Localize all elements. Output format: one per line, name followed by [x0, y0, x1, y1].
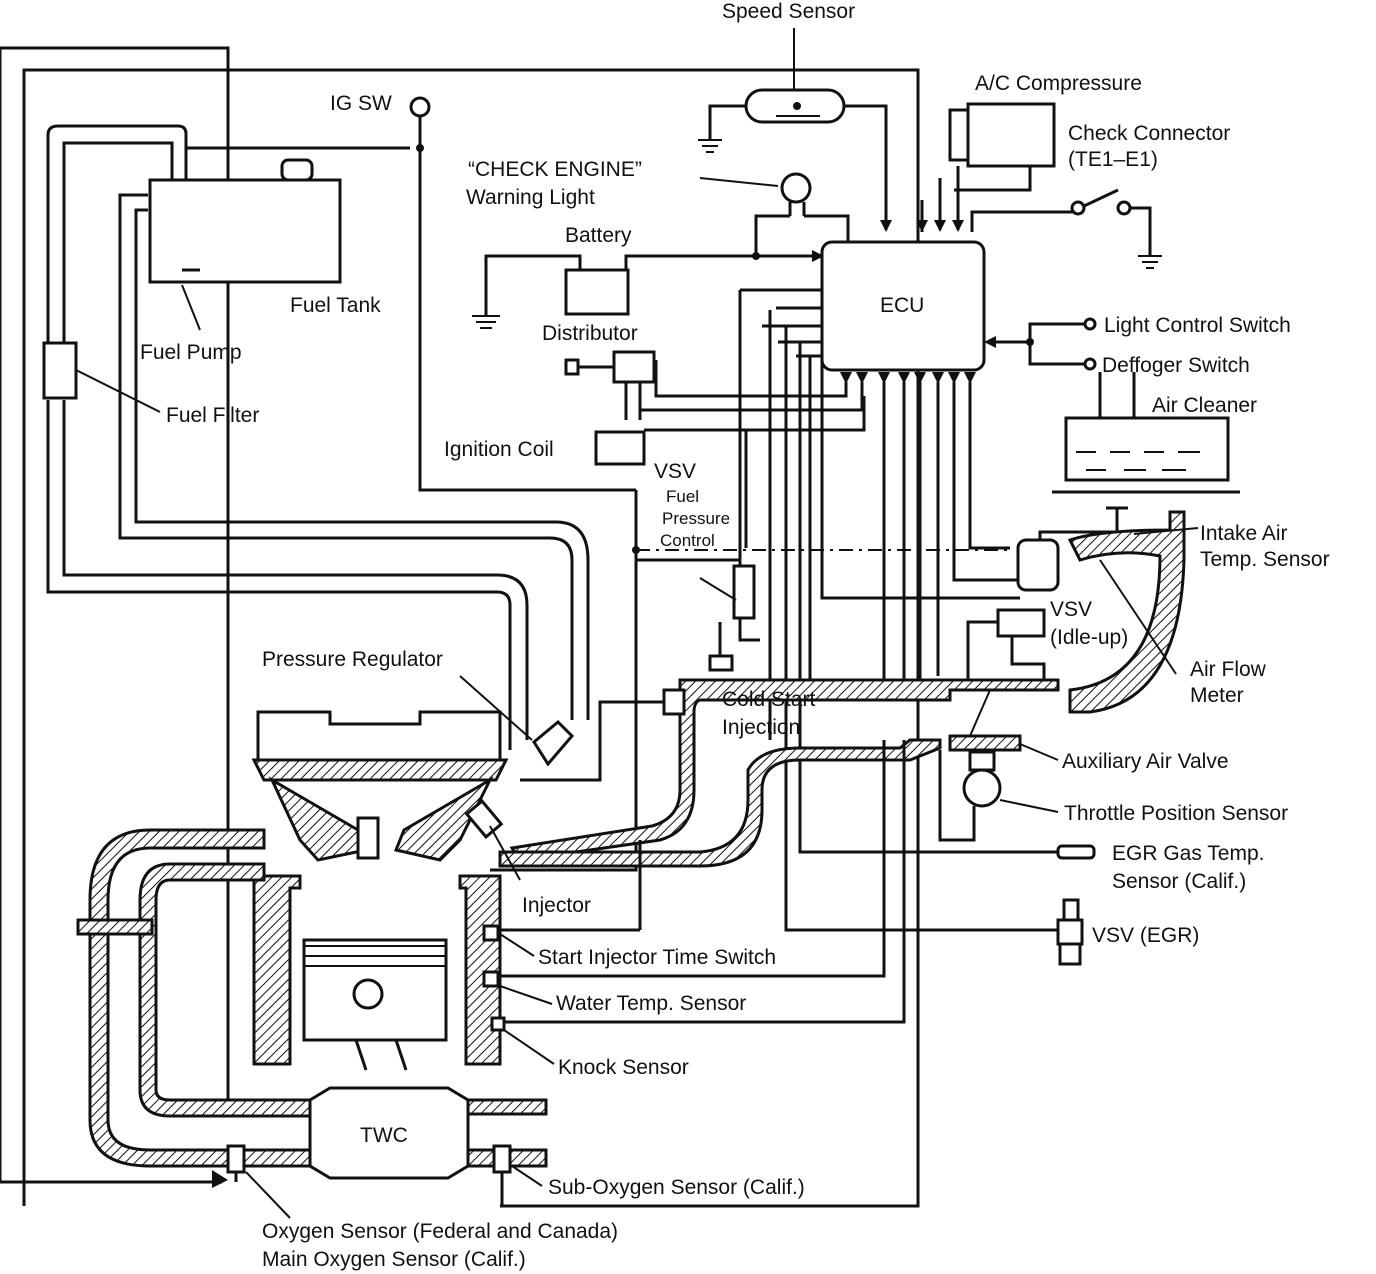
check-engine-label: “CHECK ENGINE”	[468, 158, 642, 181]
vsv-egr-label: VSV (EGR)	[1092, 924, 1199, 947]
check-engine-sub-label: Warning Light	[466, 186, 595, 209]
start-injector-time-switch-label: Start Injector Time Switch	[538, 946, 776, 969]
start-injector-time-switch	[482, 924, 600, 957]
fuel-filter	[42, 341, 161, 413]
egr-gas-temp-sensor	[1056, 844, 1096, 860]
throttle-position-sensor-label: Throttle Position Sensor	[1064, 802, 1288, 825]
ig-sw	[409, 96, 636, 492]
light-defogger-switches	[984, 317, 1097, 371]
auxiliary-air-valve	[969, 689, 1059, 761]
vsv-fuel-pressure-label: VSV	[654, 460, 696, 483]
distributor	[564, 350, 656, 420]
intake-manifold	[498, 678, 1060, 868]
sub-oxygen-sensor-label: Sub-Oxygen Sensor (Calif.)	[548, 1176, 805, 1199]
vsv-fuel-pressure-label-3: Pressure	[662, 509, 730, 528]
egr-gas-temp-label: EGR Gas Temp.	[1112, 842, 1265, 865]
speed-sensor	[698, 28, 892, 232]
ig-sw-label: IG SW	[330, 92, 392, 115]
vsv-fuel-pressure-label-4: Control	[660, 531, 715, 550]
pressure-regulator-label: Pressure Regulator	[262, 648, 443, 671]
ignition-coil-label: Ignition Coil	[444, 438, 554, 461]
air-flow-meter-label: Air Flow	[1190, 658, 1267, 681]
outer-harness	[0, 46, 920, 1208]
check-connector-label: Check Connector	[1068, 122, 1230, 145]
cold-start-injection-label: Cold Start	[722, 688, 816, 711]
vsv-egr	[1056, 898, 1084, 966]
fuel-tank	[148, 146, 410, 284]
throttle-position-sensor	[938, 750, 1059, 842]
intake-air-temp-label-2: Temp. Sensor	[1200, 548, 1330, 571]
ignition-coil	[594, 396, 866, 466]
air-cleaner-label: Air Cleaner	[1152, 394, 1257, 417]
intake-air-temp-label: Intake Air	[1200, 522, 1288, 545]
air-flow-meter	[1016, 506, 1199, 714]
oxygen-leader	[245, 1171, 291, 1219]
exhaust	[76, 828, 548, 1206]
main-oxygen-sensor-label: Main Oxygen Sensor (Calif.)	[262, 1248, 526, 1271]
check-connector	[970, 188, 1162, 269]
vsv-fuel-pressure-control	[490, 430, 1012, 872]
sub-oxygen-leader	[511, 1165, 543, 1187]
ecu-label: ECU	[880, 294, 924, 317]
ecu-signal-lines	[640, 200, 1058, 932]
water-temp-sensor-label: Water Temp. Sensor	[556, 992, 746, 1015]
knock-sensor-label: Knock Sensor	[558, 1056, 689, 1079]
fuel-pump-label: Fuel Pump	[140, 341, 242, 364]
distributor-label: Distributor	[542, 322, 638, 345]
ecu-box	[820, 240, 986, 372]
vsv-idle-up-label-2: (Idle-up)	[1050, 626, 1128, 649]
speed-sensor-label: Speed Sensor	[722, 0, 855, 23]
light-control-switch-label: Light Control Switch	[1104, 314, 1291, 337]
oxygen-sensor-label: Oxygen Sensor (Federal and Canada)	[262, 1220, 618, 1243]
vsv-fuel-pressure-label-2: Fuel	[666, 487, 699, 506]
egr-gas-temp-label-2: Sensor (Calif.)	[1112, 870, 1246, 893]
vsv-idle-up-label: VSV	[1050, 598, 1092, 621]
injector-label: Injector	[522, 894, 591, 917]
fuel-lines	[46, 124, 590, 750]
fuel-tank-label: Fuel Tank	[290, 294, 381, 317]
auxiliary-air-valve-label: Auxiliary Air Valve	[1062, 750, 1229, 773]
twc-label: TWC	[360, 1124, 408, 1147]
ac-compressure-label: A/C Compressure	[975, 72, 1142, 95]
check-engine-light	[699, 172, 850, 256]
air-flow-meter-label-2: Meter	[1190, 684, 1244, 707]
pressure-regulator	[459, 675, 575, 767]
engine	[251, 710, 509, 1071]
vsv-idle-up	[966, 608, 1046, 680]
ac-compressor	[934, 102, 1056, 232]
water-temp-sensor	[482, 740, 886, 1005]
deffoger-switch-label: Deffoger Switch	[1102, 354, 1250, 377]
air-cleaner	[1052, 372, 1240, 494]
cold-start-injection-label-2: Injection	[722, 716, 800, 739]
battery	[472, 250, 824, 329]
check-connector-code: (TE1–E1)	[1068, 148, 1158, 171]
fuel-pump	[181, 268, 201, 331]
fuel-filter-label: Fuel Filter	[166, 404, 259, 427]
battery-label: Battery	[565, 224, 632, 247]
knock-sensor	[490, 740, 906, 1065]
